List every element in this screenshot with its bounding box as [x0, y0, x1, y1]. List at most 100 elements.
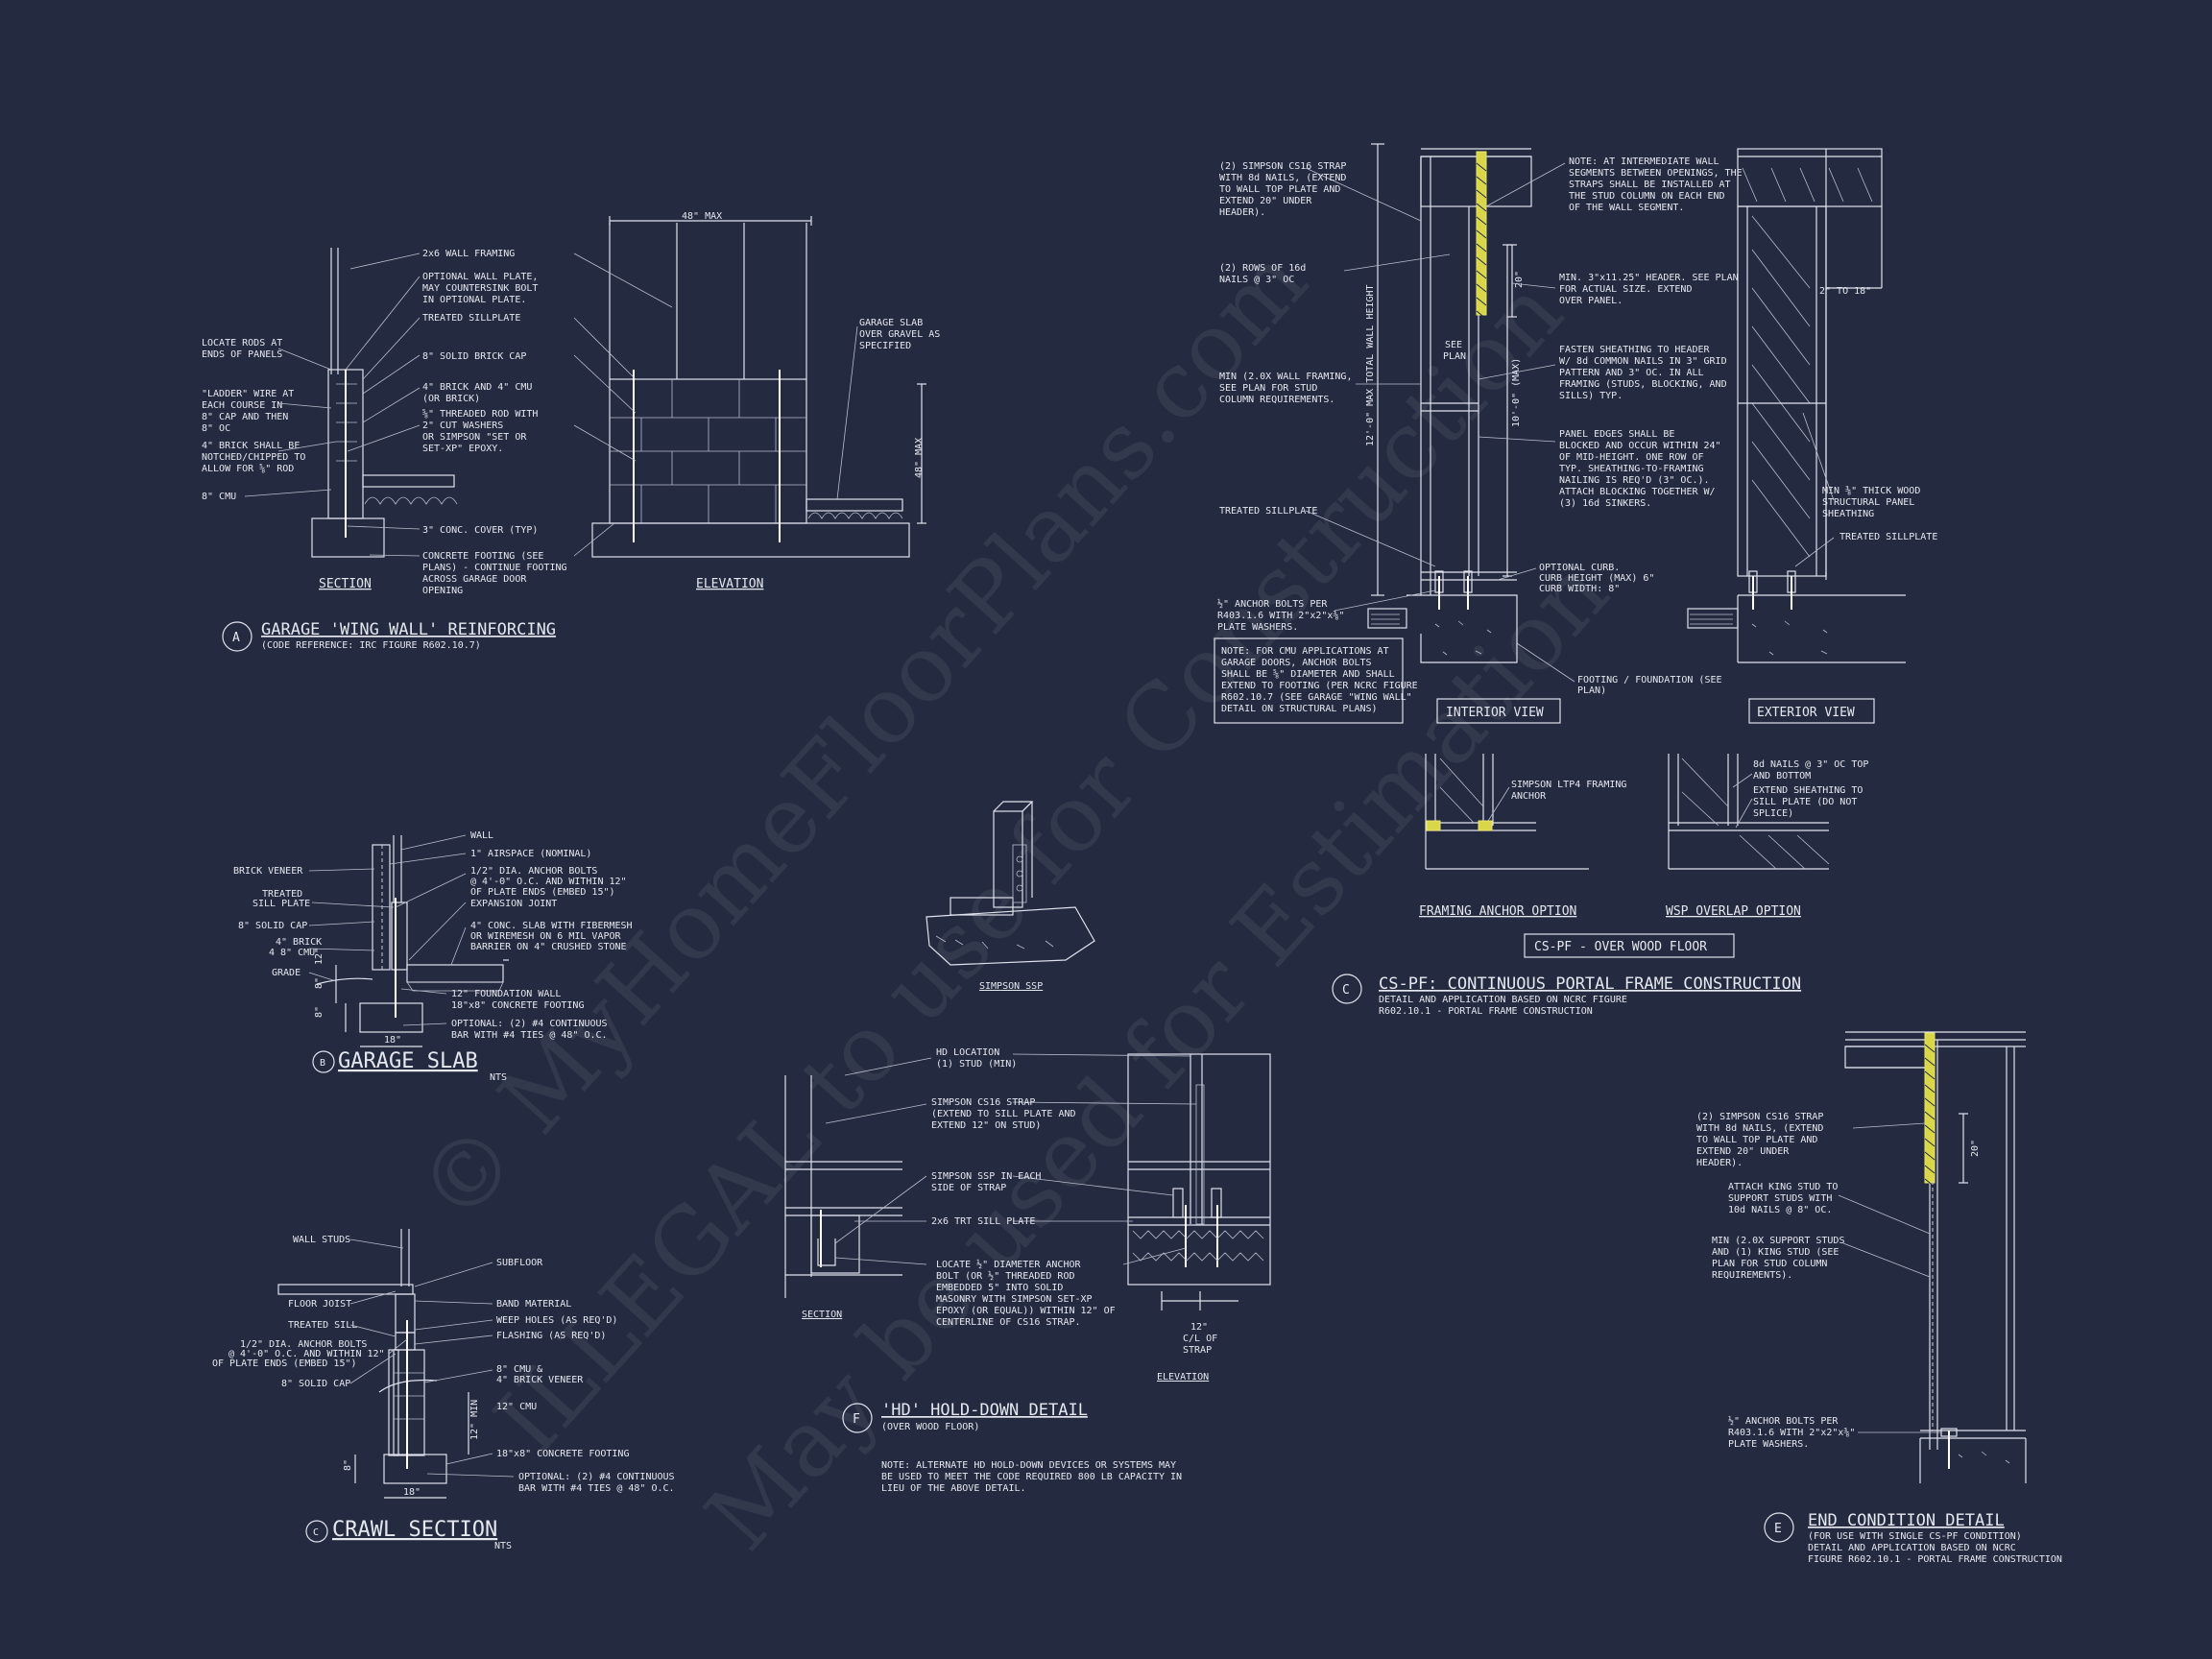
note-line: 18"x8" CONCRETE FOOTING — [451, 1000, 584, 1011]
note-line: BAR WITH #4 TIES @ 48" O.C. — [518, 1483, 675, 1494]
note-line: GARAGE SLAB — [859, 318, 923, 328]
note-line: FLOOR JOIST — [288, 1299, 351, 1310]
detail-c-portal-notes-mid: NOTE: AT INTERMEDIATE WALL SEGMENTS BETW… — [1539, 156, 1743, 696]
note-line: R403.1.6 WITH 2"x2"x⅜" — [1728, 1427, 1855, 1438]
detail-c-crawl-leaders — [349, 1238, 515, 1478]
detail-a-dim-right: 48" MAX — [914, 438, 925, 478]
note-line: TREATED SILLPLATE — [1219, 506, 1317, 517]
note-line: R403.1.6 WITH 2"x2"x⅜" — [1217, 610, 1344, 621]
note-line: AND (1) KING STUD (SEE — [1712, 1247, 1839, 1258]
detail-c-portal-exterior-drawing — [1687, 148, 1906, 663]
note-line: DETAIL ON STRUCTURAL PLANS) — [1221, 704, 1378, 714]
note-line: PLAN) — [1577, 685, 1606, 696]
note-line: (EXTEND TO SILL PLATE AND — [931, 1109, 1076, 1119]
simpson-ssp-drawing — [926, 801, 1095, 966]
detail-b-leaders — [308, 834, 467, 1026]
note-line: SPLICE) — [1753, 808, 1793, 819]
note-line: FASTEN SHEATHING TO HEADER — [1559, 345, 1711, 355]
note-line: OPENING — [422, 586, 463, 596]
note-line: 8" SOLID CAP — [238, 921, 307, 931]
note-line: 1/2" DIA. ANCHOR BOLTS — [470, 866, 597, 877]
note-line: OF THE WALL SEGMENT. — [1569, 203, 1684, 213]
note-line: EACH COURSE IN — [202, 400, 282, 411]
note-line: CURB HEIGHT (MAX) 6" — [1539, 573, 1654, 584]
note-line: OPTIONAL: (2) #4 CONTINUOUS — [451, 1019, 608, 1029]
detail-f-title: 'HD' HOLD-DOWN DETAIL — [881, 1401, 1088, 1420]
note-line: SEGMENTS BETWEEN OPENINGS, THE — [1569, 168, 1743, 179]
detail-e-subtitle-3: FIGURE R602.10.1 - PORTAL FRAME CONSTRUC… — [1808, 1554, 2062, 1565]
note-line: 4 8" CMU — [269, 948, 315, 958]
detail-c-portal-dim-header: 20" — [1514, 271, 1525, 288]
note-line: @ 4'-0" O.C. AND WITHIN 12" — [470, 877, 627, 887]
note-line: NOTE: AT INTERMEDIATE WALL — [1569, 156, 1719, 167]
detail-b-drawing — [316, 835, 509, 1047]
note-line: THE STUD COLUMN ON EACH END — [1569, 191, 1725, 202]
note-line: 1" AIRSPACE (NOMINAL) — [470, 849, 591, 859]
detail-f-strap-dim-3: STRAP — [1183, 1345, 1212, 1356]
note-line: ½" ANCHOR BOLTS PER — [1217, 598, 1328, 610]
detail-c-crawl-dim-bottom: 18" — [403, 1487, 421, 1498]
note-line: WEEP HOLES (AS REQ'D) — [496, 1315, 617, 1326]
note-line: 8" CMU & — [496, 1364, 542, 1375]
detail-b-dim-bottom: 18" — [384, 1035, 401, 1046]
note-line: REQUIREMENTS). — [1712, 1270, 1792, 1281]
detail-a-title-block: A GARAGE 'WING WALL' REINFORCING (CODE R… — [222, 620, 556, 652]
detail-c-portal-view-labels: INTERIOR VIEW EXTERIOR VIEW — [1436, 698, 1875, 724]
detail-e-marker: E — [1774, 1522, 1782, 1536]
note-line: SILL PLATE (DO NOT — [1753, 797, 1857, 807]
note-line: MAY COUNTERSINK BOLT — [422, 283, 538, 294]
note-line: OVER PANEL. — [1559, 296, 1623, 306]
note-line: (2) ROWS OF 16d — [1219, 263, 1306, 274]
detail-a-elevation-label: ELEVATION — [696, 577, 763, 591]
note-line: OPTIONAL WALL PLATE, — [422, 272, 538, 282]
detail-c-crawl-title-block: C CRAWL SECTION NTS — [305, 1518, 512, 1551]
detail-f-strap-dim-2: C/L OF — [1183, 1334, 1217, 1344]
note-line: SILL PLATE — [252, 899, 310, 909]
note-line: PATTERN AND 3" OC. IN ALL — [1559, 368, 1704, 378]
wsp-overlap-option-label: WSP OVERLAP OPTION — [1666, 904, 1801, 919]
note-line: GARAGE DOORS, ANCHOR BOLTS — [1221, 658, 1372, 668]
framing-anchor-notes: SIMPSON LTP4 FRAMING ANCHOR — [1511, 780, 1626, 802]
note-line: (2) SIMPSON CS16 STRAP — [1696, 1112, 1823, 1122]
note-line: 8" SOLID BRICK CAP — [422, 351, 526, 362]
over-wood-floor-box: CS-PF - OVER WOOD FLOOR — [1524, 933, 1735, 958]
note-line: SPECIFIED — [859, 341, 911, 351]
note-line: 2x6 WALL FRAMING — [422, 249, 515, 259]
note-line: TO WALL TOP PLATE AND — [1219, 184, 1340, 195]
note-line: NAILING IS REQ'D (3" OC.). — [1559, 475, 1710, 486]
note-line: TREATED — [262, 889, 302, 900]
note-line: 4" BRICK VENEER — [496, 1375, 584, 1385]
note-line: OF MID-HEIGHT. ONE ROW OF — [1559, 452, 1704, 463]
note-line: BAND MATERIAL — [496, 1299, 571, 1310]
note-line: 8" OC — [202, 423, 230, 434]
detail-e-dim-header: 20" — [1970, 1140, 1981, 1157]
detail-c-portal-notes-right: MIN ⅜" THICK WOOD STRUCTURAL PANEL SHEAT… — [1822, 485, 1937, 542]
detail-f-section-label: SECTION — [802, 1310, 842, 1320]
detail-c-crawl-dim-a: 8" — [343, 1459, 353, 1471]
note-line: BE USED TO MEET THE CODE REQUIRED 800 LB… — [881, 1472, 1182, 1482]
note-line: TO WALL TOP PLATE AND — [1696, 1135, 1817, 1145]
note-line: COLUMN REQUIREMENTS. — [1219, 395, 1334, 405]
note-line: OPTIONAL CURB. — [1539, 563, 1620, 573]
note-line: OVER GRAVEL AS — [859, 329, 940, 340]
note-line: 4" BRICK — [276, 937, 322, 948]
detail-c-portal-see-plan-2: PLAN — [1443, 351, 1466, 362]
detail-c-portal-dim-panel: 10'-0" (MAX) — [1511, 358, 1522, 427]
note-line: (3) 16d SINKERS. — [1559, 498, 1651, 509]
note-line: HD LOCATION — [936, 1047, 999, 1058]
note-line: NOTCHED/CHIPPED TO — [202, 452, 305, 463]
note-line: BARRIER ON 4" CRUSHED STONE — [470, 942, 627, 952]
note-line: R602.10.7 (SEE GARAGE "WING WALL" — [1221, 692, 1412, 703]
detail-e-subtitle-2: DETAIL AND APPLICATION BASED ON NCRC — [1808, 1543, 2016, 1553]
note-line: CENTERLINE OF CS16 STRAP. — [936, 1317, 1081, 1328]
note-line: 8" CMU — [202, 492, 236, 502]
detail-c-portal-title-block: C CS-PF: CONTINUOUS PORTAL FRAME CONSTRU… — [1332, 974, 1801, 1017]
detail-a-leaders — [244, 252, 858, 557]
note-line: 4" BRICK AND 4" CMU — [422, 382, 532, 393]
note-line: MIN. 3"x11.25" HEADER. SEE PLAN — [1559, 273, 1739, 283]
detail-b-dim-b: 8" — [314, 1006, 325, 1018]
note-line: 12" CMU — [496, 1402, 537, 1412]
detail-c-portal-title: CS-PF: CONTINUOUS PORTAL FRAME CONSTRUCT… — [1379, 974, 1801, 994]
detail-f-strap-dim-1: 12" — [1190, 1322, 1208, 1333]
detail-a-title: GARAGE 'WING WALL' REINFORCING — [261, 620, 556, 639]
